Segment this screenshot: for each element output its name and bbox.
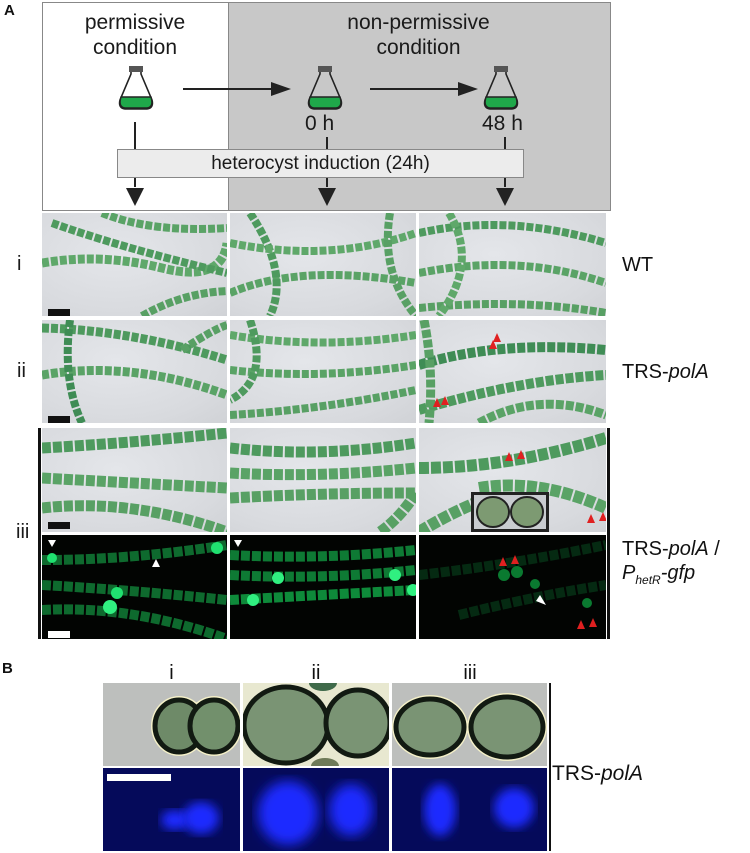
arrow-line (370, 88, 462, 90)
micrograph-wt-48h (419, 213, 606, 316)
panel-b-strain-label: TRS-polA (552, 762, 644, 785)
flask-icon (483, 66, 519, 110)
row-iii-bracket-right (607, 428, 610, 639)
time-label-0h: 0 h (305, 112, 335, 135)
permissive-title: permissive condition (84, 11, 186, 59)
panel-b-brightfield-i (103, 683, 240, 766)
micrograph-reporter-brightfield-48h (419, 428, 606, 532)
arrow-down-icon (318, 188, 336, 206)
flask-icon (307, 66, 343, 110)
strain-label-trs-pola: TRS-polA (622, 361, 709, 383)
micrograph-trs-pola-permissive (42, 320, 227, 423)
row-label-iii: iii (16, 521, 30, 543)
micrograph-reporter-brightfield-0h (230, 428, 416, 532)
arrow-line (183, 88, 275, 90)
row-label-ii: ii (17, 360, 26, 382)
micrograph-wt-permissive (42, 213, 227, 316)
arrow-down-icon (496, 188, 514, 206)
panel-b-column-iii: iii (463, 662, 477, 684)
panel-a-label: A (4, 2, 15, 19)
micrograph-reporter-gfp-0h (230, 535, 416, 639)
arrow-down-icon (126, 188, 144, 206)
micrograph-trs-pola-0h (230, 320, 416, 423)
row-iii-bracket-left (38, 428, 41, 639)
panel-b-brightfield-iii (392, 683, 547, 766)
arrow-right-icon (458, 82, 478, 96)
panel-b-bracket (549, 683, 551, 851)
heterocyst-inset (471, 492, 549, 532)
time-label-48h: 48 h (482, 112, 523, 135)
micrograph-reporter-gfp-permissive (42, 535, 227, 639)
micrograph-wt-0h (230, 213, 416, 316)
nonpermissive-title: non-permissive condition (347, 11, 490, 59)
strain-label-wt: WT (622, 254, 654, 276)
panel-b-brightfield-ii (243, 683, 389, 766)
panel-b-dapi-ii (243, 768, 389, 851)
panel-b-label: B (2, 660, 13, 677)
micrograph-reporter-gfp-48h (419, 535, 606, 639)
flask-icon (118, 66, 154, 110)
panel-b-column-ii: ii (311, 662, 321, 684)
heterocyst-induction-box: heterocyst induction (24h) (117, 149, 524, 178)
panel-b-dapi-i (103, 768, 240, 851)
panel-b-column-i: i (169, 662, 174, 684)
row-label-i: i (17, 253, 22, 275)
arrow-right-icon (271, 82, 291, 96)
micrograph-reporter-brightfield-permissive (42, 428, 227, 532)
strain-label-reporter: TRS-polA / PhetR-gfp (622, 538, 720, 587)
micrograph-trs-pola-48h (419, 320, 606, 423)
panel-b-dapi-iii (392, 768, 547, 851)
